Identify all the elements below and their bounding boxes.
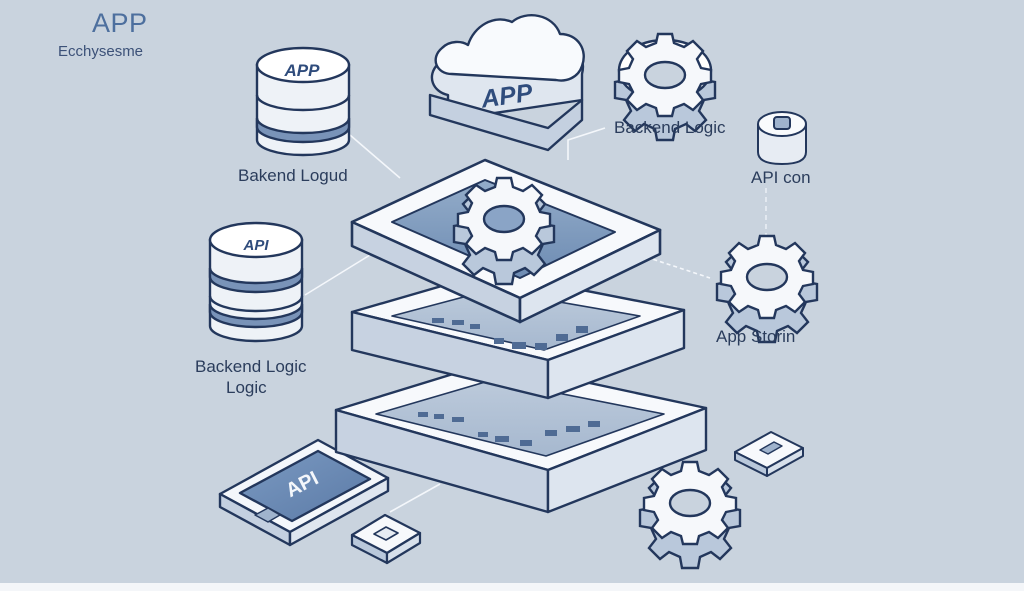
label-api-con: API con xyxy=(751,168,811,187)
gear-icon-center xyxy=(452,176,556,286)
connector-phone xyxy=(389,483,441,513)
smartphone-icon xyxy=(218,438,390,547)
connector-lines xyxy=(304,127,767,513)
stack-layer-bottom xyxy=(334,360,708,514)
bottom-edge-strip xyxy=(0,583,1024,591)
label-app-store: App Storin xyxy=(716,327,796,346)
gear-icon-top-right xyxy=(613,32,717,142)
label-db-top: Bakend Logud xyxy=(238,166,348,185)
gear-icon-bottom-right xyxy=(638,460,742,570)
widget-row-bottom xyxy=(418,412,600,446)
widget-row-middle xyxy=(432,318,588,350)
label-db-bottom-line2: Logic xyxy=(226,378,267,397)
db-top-icon-label: APP xyxy=(284,61,321,80)
connector-gear-right xyxy=(639,254,711,279)
cloud-icon xyxy=(428,14,585,152)
connector-db-top xyxy=(349,134,401,179)
label-gear-top-right: Backend Logic xyxy=(614,118,726,137)
chip-icon xyxy=(734,431,804,477)
connector-gear-top xyxy=(567,127,606,160)
gear-icon-right xyxy=(715,234,819,344)
label-db-bottom-line1: Backend Logic xyxy=(195,357,307,376)
connector-db-bottom xyxy=(304,254,371,296)
database-icon-bottom xyxy=(208,221,304,343)
cube-icon-api xyxy=(757,111,807,166)
diagram-title: APP xyxy=(92,8,148,38)
db-bottom-icon-label: API xyxy=(242,237,269,254)
database-icon-top xyxy=(255,46,351,157)
square-button-icon xyxy=(350,513,422,565)
diagram-subtitle: Ecchysesme xyxy=(58,43,144,60)
